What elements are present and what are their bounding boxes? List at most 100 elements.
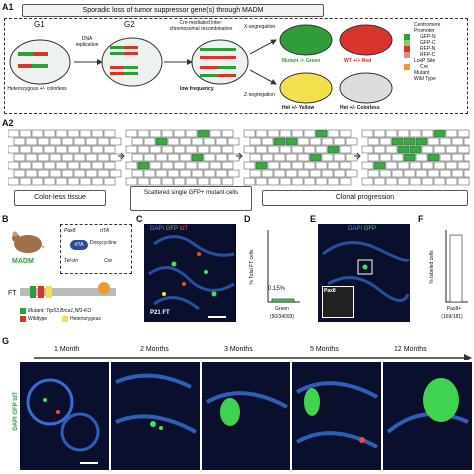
tissue-cell	[367, 153, 380, 162]
g-month-12: 12 Months	[394, 346, 427, 353]
tissue-cell	[291, 145, 304, 154]
tissue-cell	[161, 145, 174, 154]
gfp-cell	[403, 153, 416, 162]
tissue-cell	[409, 161, 422, 170]
tissue-cell	[155, 153, 168, 162]
mutant-green-cell	[279, 24, 333, 56]
tissue-cell	[339, 161, 352, 170]
recombined-cell	[191, 39, 249, 85]
tissue-cell	[463, 137, 470, 146]
panel-label-d: D	[244, 214, 251, 224]
doxycycline-label: Doxycycline	[90, 240, 117, 246]
tissue-cell	[273, 153, 286, 162]
tissue-cell	[227, 153, 240, 162]
progression-arrow	[236, 152, 243, 160]
tissue-cell	[61, 169, 74, 178]
g-month-5: 5 Months	[310, 346, 339, 353]
tissue-cell	[367, 137, 380, 146]
tissue-cell	[79, 161, 92, 170]
ft-label: FT	[8, 290, 17, 297]
tissue-cell	[143, 137, 156, 146]
wt-red-cell	[339, 24, 393, 56]
tissue-cell	[191, 137, 204, 146]
dna-replication-label: DNA replication	[75, 36, 99, 48]
scattered-cells-box: Scattered single GFP+ mutant cells	[130, 186, 252, 211]
tissue-cell	[261, 137, 274, 146]
tissue-cell	[179, 137, 192, 146]
tissue-cell	[291, 129, 304, 138]
tissue-cell	[73, 169, 86, 178]
z-segregation-label: Z-segregation	[244, 92, 275, 98]
tissue-cell	[321, 169, 334, 178]
d-count-label: (50/34093)	[269, 314, 295, 320]
tissue-cell	[267, 161, 280, 170]
tissue-cell	[379, 169, 392, 178]
tissue-cell	[143, 169, 156, 178]
het-yellow-label: Het +/- Yellow	[282, 105, 315, 111]
gfp-cell	[137, 161, 150, 170]
tissue-cell	[131, 153, 144, 162]
tissue-cell	[109, 169, 122, 178]
tissue-cell	[125, 145, 138, 154]
mutant-green-label: Mutant -/- Green	[282, 58, 321, 64]
tissue-cell	[303, 145, 316, 154]
tissue-cell	[445, 129, 458, 138]
panel-label-f: F	[418, 214, 424, 224]
clonal-progression-box: Clonal progression	[262, 190, 468, 206]
gfp-cell	[415, 137, 428, 146]
mouse-icon	[12, 231, 44, 256]
tissue-cell	[173, 161, 186, 170]
bar-pax8	[449, 234, 463, 303]
tissue-cell	[439, 153, 452, 162]
tissue-cell	[43, 129, 56, 138]
tissue-cell	[197, 145, 210, 154]
tissue-cell	[19, 161, 32, 170]
gfp-cell	[427, 153, 440, 162]
tissue-cell	[339, 129, 352, 138]
g-month-2: 2 Months	[140, 346, 169, 353]
tissue-cell	[249, 169, 262, 178]
tissue-cell	[55, 145, 68, 154]
g2-label: G2	[124, 20, 135, 29]
madm-label: MADM	[12, 258, 34, 265]
panel-label-a1: A1	[2, 2, 14, 12]
tissue-cell	[179, 169, 192, 178]
tissue-cell	[37, 169, 50, 178]
pax8-label: Pax8	[64, 228, 76, 234]
tissue-cell	[267, 145, 280, 154]
tissue-cell	[279, 161, 292, 170]
tissue-cell	[215, 169, 228, 178]
tissue-cell	[103, 129, 116, 138]
c-stain-label: DAPI GFP tdT	[150, 226, 188, 232]
tissue-cell	[255, 145, 268, 154]
tissue-cell	[409, 177, 422, 186]
d-category-label: Green	[275, 306, 289, 312]
legend-gfp-c: GFP-C	[404, 40, 466, 46]
tissue-cell	[103, 161, 116, 170]
tissue-cell	[103, 145, 116, 154]
legend-gfp-n: GFP-N	[404, 34, 466, 40]
tissue-cell	[451, 153, 464, 162]
gfp-cell	[315, 129, 328, 138]
tissue-cell	[421, 129, 434, 138]
tissue-cell	[415, 153, 428, 162]
tissue-cell	[185, 145, 198, 154]
progression-arrow	[354, 152, 361, 160]
tissue-cell	[49, 169, 62, 178]
tissue-cell	[249, 137, 262, 146]
tissue-cell	[361, 129, 374, 138]
tissue-cell	[391, 169, 404, 178]
cre-mediated-label: Cre-mediated inter-chromosomal recombina…	[169, 20, 233, 32]
tissue-cell	[8, 145, 20, 154]
gfp-cell	[191, 153, 204, 162]
tissue-cell	[333, 153, 346, 162]
b-legend-heterozygous: Heterozygous	[62, 316, 101, 322]
tissue-cell	[25, 153, 38, 162]
het-colorless-label: Het +/- Colorless	[340, 105, 380, 111]
tissue-cell	[215, 137, 228, 146]
tissue-cell	[397, 161, 410, 170]
tissue-cell	[445, 177, 458, 186]
tissue-cell	[457, 161, 470, 170]
tissue-cell	[137, 129, 150, 138]
gfp-cell	[373, 161, 386, 170]
